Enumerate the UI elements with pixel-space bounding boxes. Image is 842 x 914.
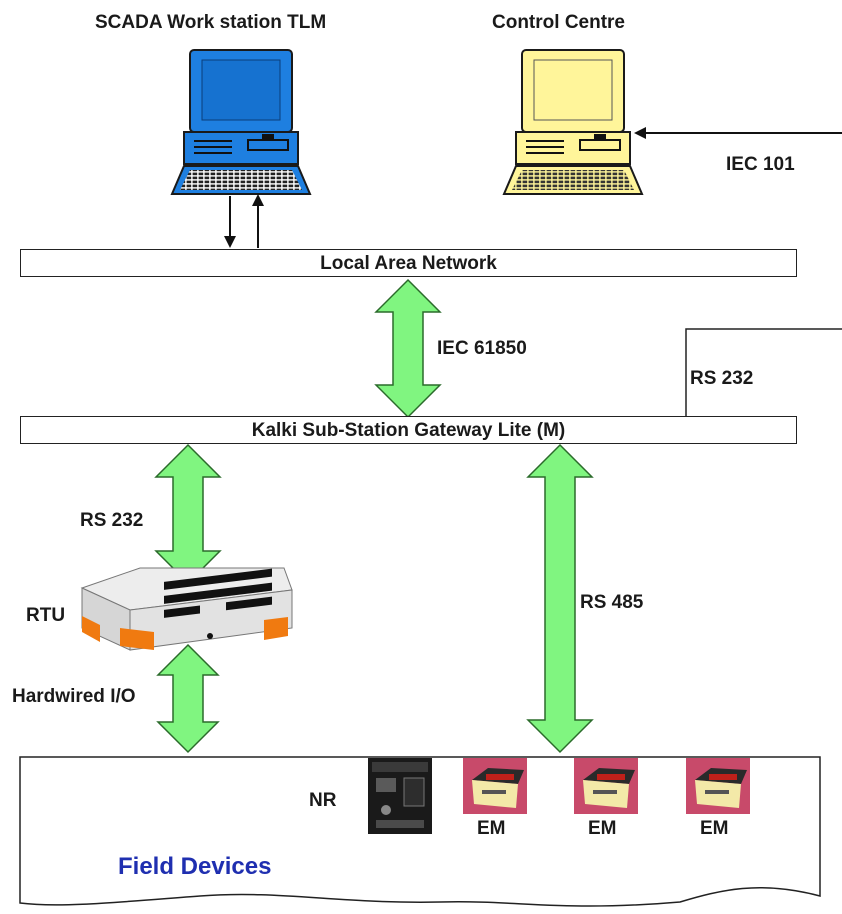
iec101-label: IEC 101 [726,154,795,175]
hardwired-io-label: Hardwired I/O [12,686,136,707]
em-meter-icon [574,758,638,814]
gateway-label: Kalki Sub-Station Gateway Lite (M) [251,420,566,441]
iec61850-label: IEC 61850 [437,338,527,359]
field-devices-label: Field Devices [118,853,272,880]
scada-lan-arrows [224,194,264,248]
nr-relay-icon [368,758,432,834]
gateway-bar: Kalki Sub-Station Gateway Lite (M) [20,416,797,444]
iec101-link [634,127,842,139]
scada-workstation-title: SCADA Work station TLM [95,12,327,33]
em-label: EM [700,818,729,839]
nr-label: NR [309,790,337,811]
scada-computer-icon [170,49,312,195]
iec61850-arrow [374,278,442,419]
rs232-rtu-arrow [154,443,222,585]
em-label: EM [477,818,506,839]
rs232-serial-line [685,328,842,416]
local-area-network-bar: Local Area Network [20,249,797,277]
control-centre-computer-icon [502,49,644,195]
em-meter-icon [463,758,527,814]
hardwired-io-arrow [156,643,220,754]
em-label: EM [588,818,617,839]
rs232-rtu-label: RS 232 [80,510,144,531]
control-centre-title: Control Centre [492,12,625,33]
rs232-serial-label: RS 232 [690,368,754,389]
rs485-arrow [526,443,594,754]
em-meter-icon [686,758,750,814]
rs485-label: RS 485 [580,592,644,613]
rtu-device-icon [80,567,293,651]
rtu-label: RTU [26,605,66,626]
lan-label: Local Area Network [320,253,497,274]
